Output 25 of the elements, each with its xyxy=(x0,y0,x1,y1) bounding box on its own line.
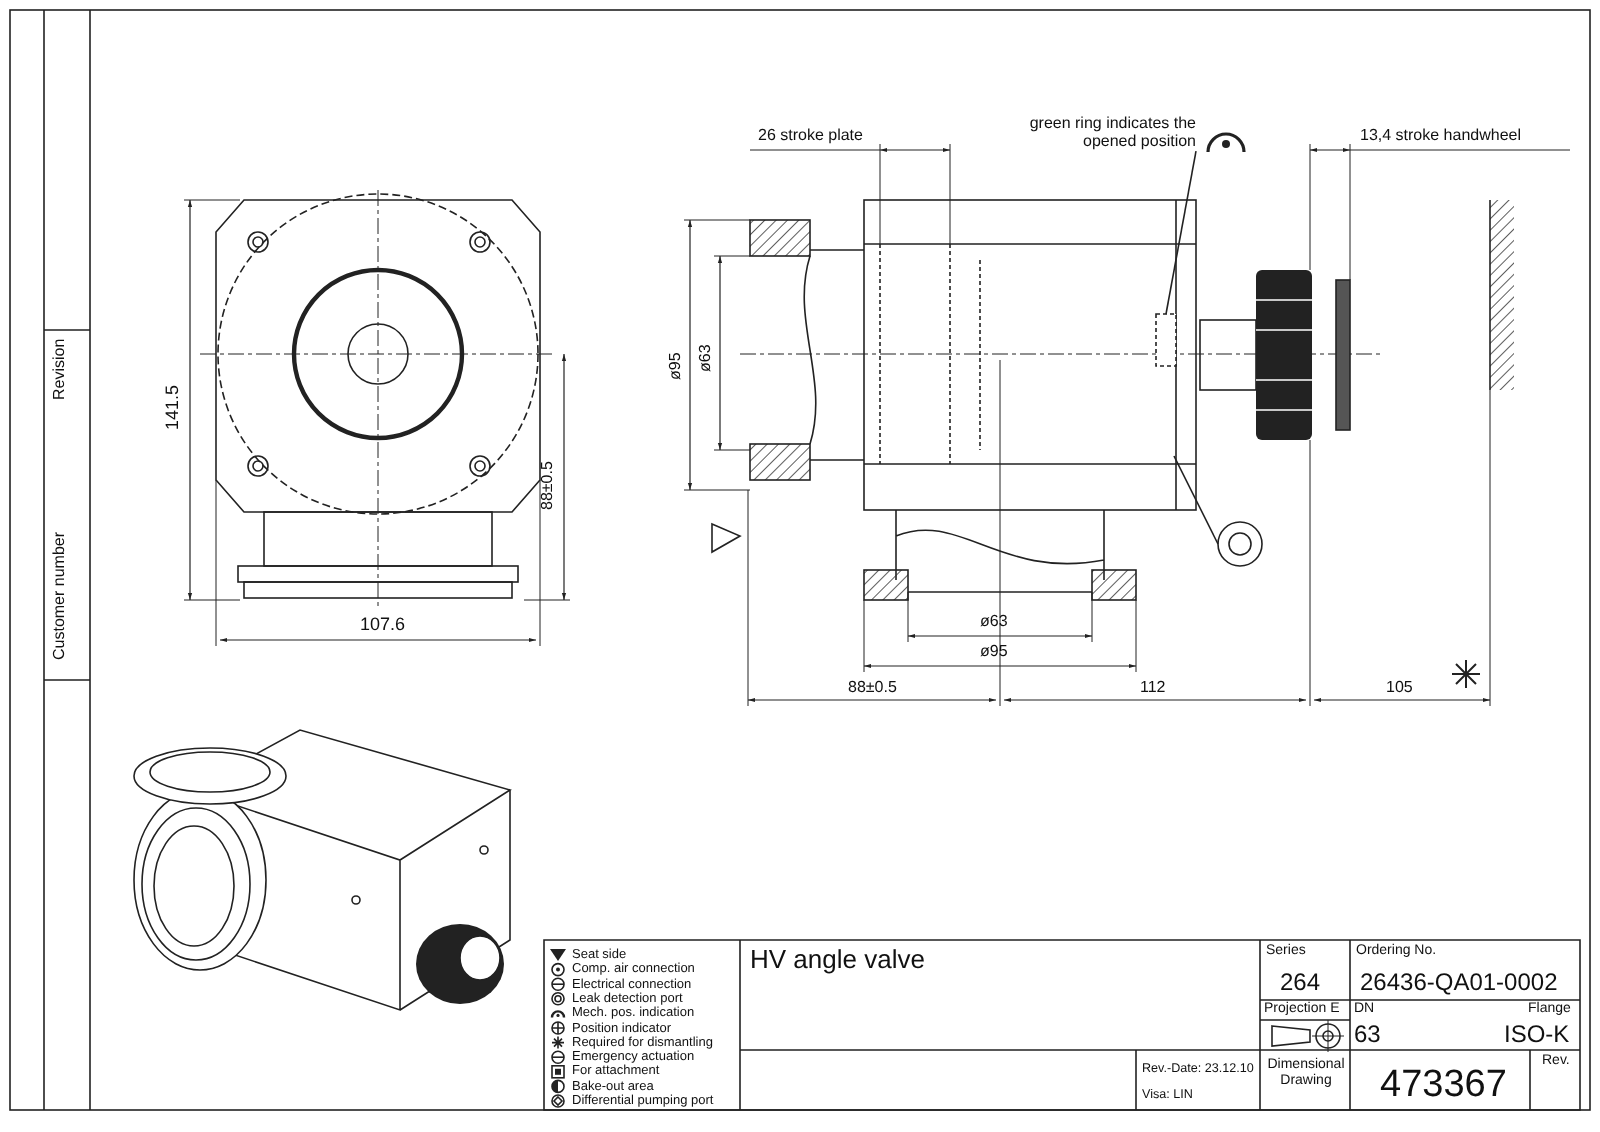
dimension-label: 112 xyxy=(1140,680,1166,698)
field-value: 63 xyxy=(1354,1022,1381,1049)
dimension-label: ø63 xyxy=(698,344,716,372)
dimension-label: 26 stroke plate xyxy=(758,128,863,146)
dimension-label: 141.5 xyxy=(164,384,184,430)
dimension-label: 88±0.5 xyxy=(848,680,897,698)
field-value: ISO-K xyxy=(1504,1022,1570,1049)
field-value: 26436-QA01-0002 xyxy=(1360,970,1558,997)
dimension-label: 88±0.5 xyxy=(540,461,558,510)
dimension-label: 13,4 stroke handwheel xyxy=(1360,128,1521,146)
dimension-label: 107.6 xyxy=(360,616,406,636)
leader-line xyxy=(1165,150,1197,315)
drawing-title: HV angle valve xyxy=(750,946,925,975)
dimension-label: ø63 xyxy=(980,614,1008,632)
leak-port-symbol xyxy=(1217,521,1263,567)
leader-line xyxy=(1173,455,1219,545)
indicator-ring xyxy=(1155,313,1177,367)
dimension-label: ø95 xyxy=(980,644,1008,662)
label-text: Customer number xyxy=(52,531,70,660)
drawing-number: 473367 xyxy=(1380,1066,1507,1108)
label-text: Revision xyxy=(52,338,70,400)
field-value: 264 xyxy=(1280,970,1321,997)
dimension-label: 105 xyxy=(1386,680,1413,698)
callout-text: green ring indicates the opened position xyxy=(1027,116,1196,152)
dimension-label: ø95 xyxy=(668,352,686,380)
